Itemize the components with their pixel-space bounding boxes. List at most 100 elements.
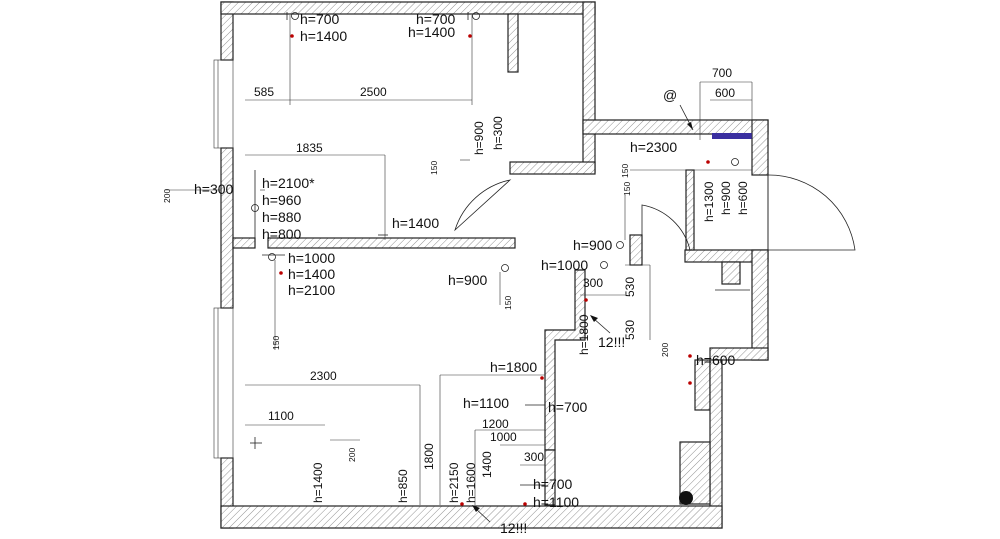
- height-label: h=1800: [490, 359, 537, 375]
- socket-marker: [584, 298, 588, 302]
- dim-1800: 1800: [422, 443, 436, 470]
- dim-1200: 1200: [482, 417, 509, 431]
- dim-h850: h=850: [396, 469, 410, 503]
- door-room-top: [454, 179, 512, 232]
- height-label: h=2100: [288, 282, 335, 298]
- socket-marker: [706, 160, 710, 164]
- dim-150-c: 150: [622, 182, 632, 196]
- socket-marker: [460, 502, 464, 506]
- height-label: h=1000: [541, 257, 588, 273]
- window-left-upper: [213, 59, 234, 149]
- wall-bath-right: [751, 249, 769, 361]
- socket-marker: [523, 502, 527, 506]
- dimension-lines: [165, 15, 753, 505]
- dim-585: 585: [254, 85, 274, 99]
- height-label: h=600: [736, 181, 750, 215]
- dim-150-a: 150: [429, 161, 439, 175]
- switch-icon: [291, 12, 299, 20]
- height-label: h=1800: [577, 314, 591, 355]
- outer-wall-left-mid: [220, 147, 234, 309]
- door-entrance: [767, 174, 856, 251]
- height-label: h=700: [300, 11, 340, 27]
- socket-marker: [688, 381, 692, 385]
- partition-stair-lower: [544, 449, 556, 506]
- height-label: h=600: [696, 352, 736, 368]
- wall-corridor-left: [629, 234, 643, 266]
- dim-2500: 2500: [360, 85, 387, 99]
- note-12-upper: 12!!!: [598, 334, 625, 350]
- height-label: h=900: [573, 237, 613, 253]
- wall-bath-bottom: [709, 347, 769, 361]
- switch-icon: [268, 253, 276, 261]
- dim-300-bottom: 300: [524, 450, 544, 464]
- partition-top-room-bottom: [509, 161, 596, 175]
- door-corridor: [641, 204, 691, 265]
- height-label: h=2150: [447, 462, 461, 503]
- dim-2300: 2300: [310, 369, 337, 383]
- socket-marker: [468, 34, 472, 38]
- partition-top-small: [507, 13, 519, 73]
- height-label: h=900: [448, 272, 488, 288]
- switch-icon: [472, 12, 480, 20]
- height-label: h=300: [491, 116, 505, 150]
- wall-divider: [685, 169, 695, 251]
- dim-150-e: 150: [271, 336, 281, 350]
- height-label: h=2100*: [262, 175, 315, 191]
- dim-200-right: 200: [660, 343, 670, 357]
- socket-marker: [279, 271, 283, 275]
- wall-corridor-top: [582, 119, 769, 135]
- height-label: h=1400: [408, 24, 455, 40]
- floor-drain-icon: [679, 491, 693, 505]
- height-label: h=1000: [288, 250, 335, 266]
- dim-530-lower: 530: [623, 320, 637, 340]
- outer-wall-top: [220, 1, 596, 15]
- note-12-lower: 12!!!: [500, 520, 527, 536]
- height-label: 1400: [480, 451, 494, 478]
- switch-icon: [616, 241, 624, 249]
- height-label: h=1400: [392, 215, 439, 231]
- dim-200-mid: 200: [347, 448, 357, 462]
- dim-150-b: 150: [620, 164, 630, 178]
- walls: [213, 1, 769, 529]
- dim-1835: 1835: [296, 141, 323, 155]
- socket-marker: [540, 376, 544, 380]
- partition-mid-main: [267, 237, 516, 249]
- wall-room-top-right: [582, 1, 596, 173]
- switch-icon: [600, 261, 608, 269]
- height-label: h=2300: [630, 139, 677, 155]
- partition-mid-left: [232, 237, 256, 249]
- wall-bath-inner: [721, 261, 741, 285]
- dim-300-corridor: 300: [583, 276, 603, 290]
- height-label: h=300: [194, 181, 234, 197]
- window-left-lower: [213, 307, 234, 459]
- height-label: h=1400: [300, 28, 347, 44]
- mark-at-sign: @: [663, 87, 677, 103]
- dim-700: 700: [712, 66, 732, 80]
- height-label: h=960: [262, 192, 302, 208]
- socket-symbols: [250, 12, 750, 506]
- height-label: h=1100: [463, 395, 509, 411]
- height-label: h=880: [262, 209, 302, 225]
- partition-stair: [544, 269, 586, 451]
- doors: [454, 174, 856, 265]
- height-label: h=1300: [702, 181, 716, 222]
- radiator-blue: [712, 133, 752, 139]
- switch-icon: [501, 264, 509, 272]
- dimension-labels: 585 2500 1835 2300 1100 700 600 1200 100…: [162, 66, 735, 536]
- socket-marker: [290, 34, 294, 38]
- outer-wall-bottom: [220, 505, 723, 529]
- dim-150-d: 150: [503, 296, 513, 310]
- height-label: h=700: [533, 476, 573, 492]
- dim-200-left: 200: [162, 189, 172, 203]
- height-label: h=900: [719, 181, 733, 215]
- height-label: h=800: [262, 226, 302, 242]
- height-label: h=1100: [533, 494, 579, 510]
- height-label: h=1400: [288, 266, 335, 282]
- outer-wall-right-upper: [751, 119, 769, 176]
- height-label: h=700: [548, 399, 588, 415]
- dim-530-upper: 530: [623, 277, 637, 297]
- outer-wall-right-lower: [709, 359, 723, 529]
- dim-1100: 1100: [268, 409, 294, 423]
- height-label: h=900: [472, 121, 486, 155]
